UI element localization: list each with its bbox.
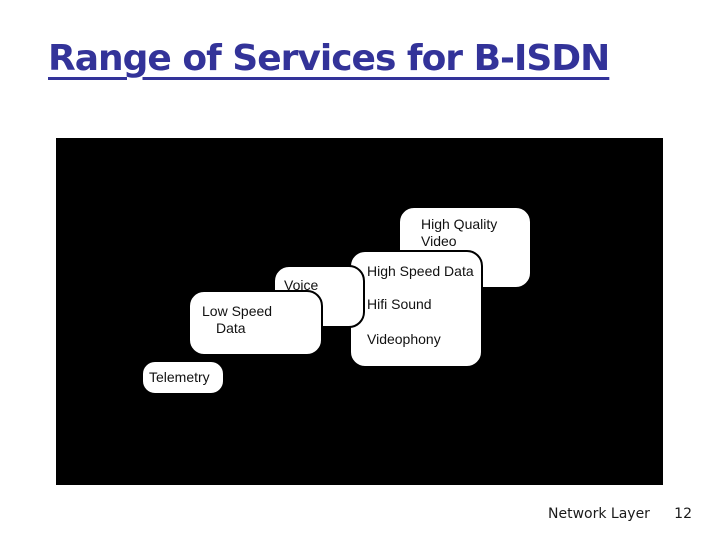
card-label: Voice xyxy=(284,277,319,293)
card-label: Low Speed xyxy=(202,303,273,319)
footer-page-number: 12 xyxy=(674,506,692,522)
card-high-speed-data-group: High Speed Data Hifi Sound Videophony xyxy=(349,250,483,368)
card-telemetry: Telemetry xyxy=(141,360,225,395)
card-label: Telemetry xyxy=(149,369,210,385)
services-diagram: High Quality Video High Speed Data Hifi … xyxy=(56,138,663,485)
card-low-speed-data: Low Speed Data xyxy=(188,290,323,356)
slide-footer: Network Layer 12 xyxy=(548,506,692,522)
card-label: Video xyxy=(421,233,457,249)
card-label: Data xyxy=(216,320,246,336)
slide-title: Range of Services for B-ISDN xyxy=(48,38,610,79)
card-label: High Speed Data xyxy=(367,263,474,279)
card-label: Videophony xyxy=(367,331,441,347)
card-label: Hifi Sound xyxy=(367,296,432,312)
footer-section-label: Network Layer xyxy=(548,506,650,522)
card-label: High Quality xyxy=(421,216,498,232)
